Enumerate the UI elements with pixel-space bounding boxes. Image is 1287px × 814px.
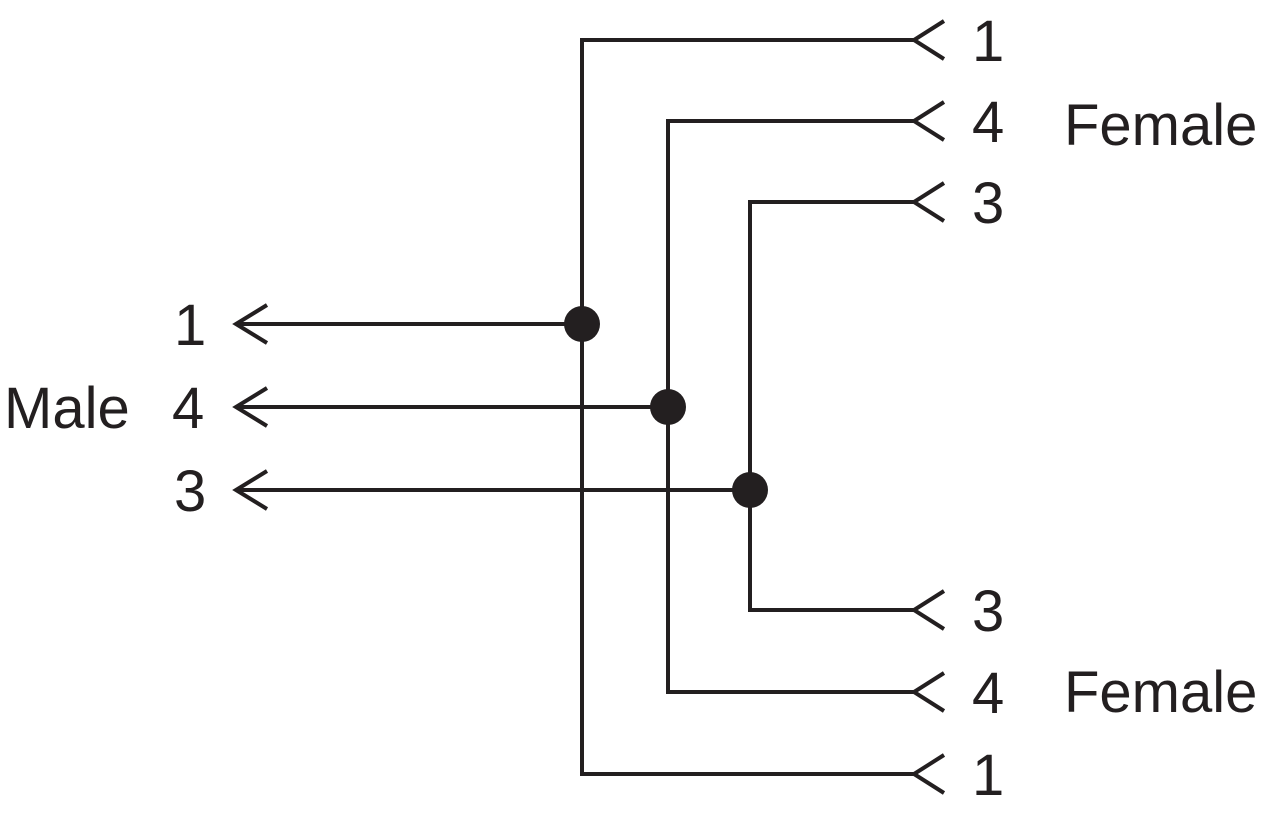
male-arrowhead-pin-3 (232, 469, 269, 511)
male-pin-label-4: 4 (172, 376, 204, 441)
male-connector-label: Male (4, 376, 130, 441)
female-top-pin-label-4: 4 (972, 90, 1004, 155)
female-bottom-pin-label-4: 4 (972, 661, 1004, 726)
female-bottom-chevron-pin-1 (910, 753, 946, 795)
male-arrowhead-pin-1 (232, 303, 269, 345)
female-bottom-pin-label-1: 1 (972, 743, 1004, 808)
circuit-pin-4 (236, 119, 914, 694)
junction-dot-pin-4 (650, 389, 686, 425)
male-pin-label-1: 1 (174, 293, 206, 358)
male-connector-labels: 1 4 3 Male (4, 293, 206, 524)
female-top-chevron-pin-1 (910, 19, 946, 61)
female-bottom-chevron-pin-4 (910, 671, 946, 713)
female-bottom-chevrons (910, 589, 946, 795)
wire-pin-3-trunk (748, 200, 914, 612)
wire-pin-4-trunk (666, 119, 914, 694)
male-arrowhead-pin-4 (232, 386, 269, 428)
female-top-pin-label-1: 1 (972, 9, 1004, 74)
female-top-chevrons (910, 19, 946, 223)
female-bottom-chevron-pin-3 (910, 589, 946, 631)
male-arrowheads (232, 303, 269, 511)
junction-dot-pin-3 (732, 472, 768, 508)
junction-dot-pin-1 (564, 306, 600, 342)
female-bottom-pin-label-3: 3 (972, 579, 1004, 644)
male-pin-label-3: 3 (174, 459, 206, 524)
female-top-chevron-pin-4 (910, 100, 946, 142)
circuit-pin-3 (236, 200, 914, 612)
female-top-pin-label-3: 3 (972, 171, 1004, 236)
female-top-connector-label: Female (1064, 93, 1257, 158)
female-top-connector-labels: 1 4 3 Female (972, 9, 1257, 236)
female-bottom-connector-labels: 3 4 1 Female (972, 579, 1257, 808)
female-top-chevron-pin-3 (910, 181, 946, 223)
female-bottom-connector-label: Female (1064, 660, 1257, 725)
